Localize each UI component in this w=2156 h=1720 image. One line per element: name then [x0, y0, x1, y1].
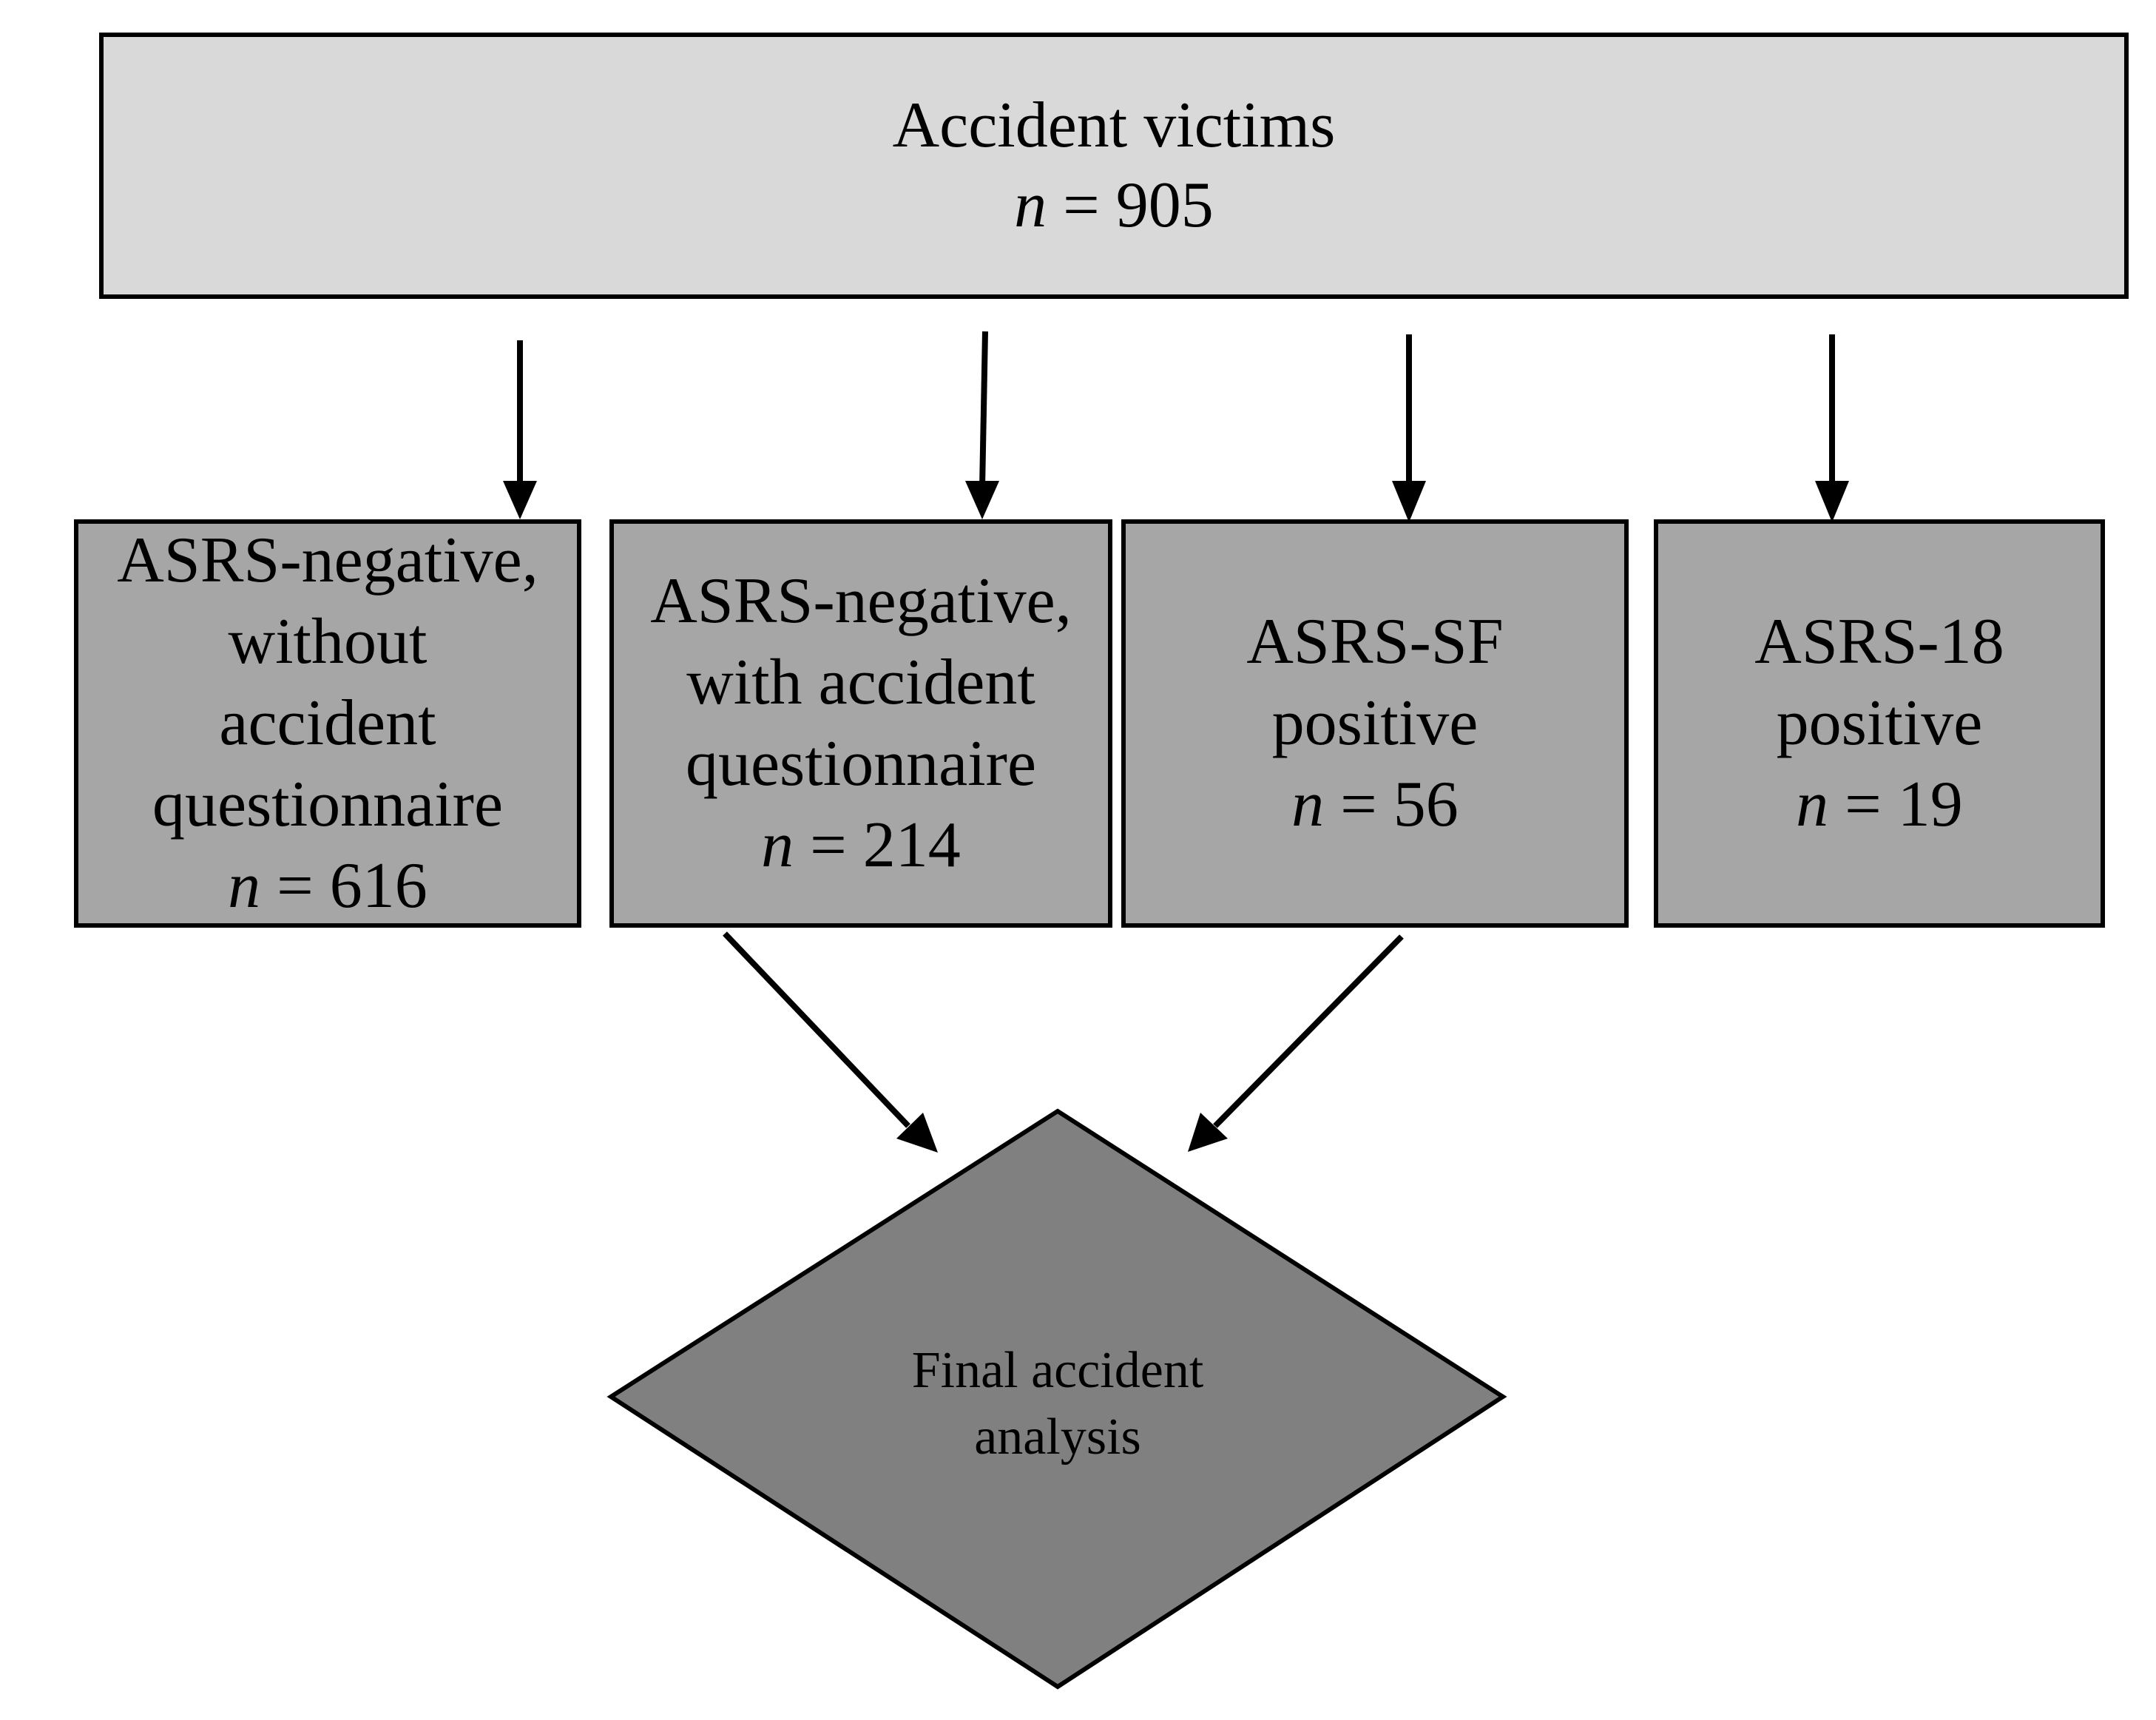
n-symbol: n: [228, 850, 261, 922]
group-label-line: ASRS-negative,: [650, 565, 1072, 637]
n-symbol: n: [761, 809, 794, 881]
n-symbol: n: [1014, 169, 1047, 241]
n-symbol: n: [1291, 769, 1325, 840]
final-label-line: Final accident: [911, 1342, 1204, 1399]
group-asrs-negative-with-questionnaire: ASRS-negative, with accident questionnai…: [609, 519, 1112, 928]
group-label-line: positive: [1776, 687, 1983, 759]
group-asrs-18-positive: ASRS-18 positive n = 19: [1654, 519, 2105, 928]
final-analysis-diamond: [606, 1108, 1507, 1690]
group-label-line: without: [228, 606, 428, 678]
count-value: = 214: [810, 809, 961, 881]
group-asrs-negative-without-questionnaire: ASRS-negative, without accident question…: [74, 519, 581, 928]
group-label-line: questionnaire: [152, 769, 504, 840]
accident-victims-box: Accident victims n = 905: [99, 33, 2129, 299]
final-analysis-label: Final accident analysis: [799, 1338, 1317, 1471]
arrowhead-3: [1392, 481, 1426, 522]
group-label-line: with accident: [686, 647, 1035, 718]
arrow-group2-to-final: [723, 931, 910, 1128]
group-label-line: ASRS-negative,: [117, 525, 538, 596]
arrowhead-1: [503, 481, 537, 519]
n-symbol: n: [1796, 769, 1829, 840]
top-box-count: n = 905: [1014, 166, 1214, 246]
group-asrs-sf-positive: ASRS-SF positive n = 56: [1121, 519, 1629, 928]
count-value: = 19: [1845, 769, 1963, 840]
arrowhead-2: [965, 481, 999, 519]
arrowhead-6: [1188, 1113, 1228, 1152]
group-label-line: ASRS-SF: [1246, 606, 1504, 678]
arrowhead-4: [1815, 481, 1849, 522]
group-count: n = 616: [228, 846, 428, 927]
group-label-line: positive: [1271, 687, 1479, 759]
count-value: = 616: [277, 850, 428, 922]
group-label-line: accident: [219, 687, 436, 759]
group-count: n = 214: [761, 805, 961, 886]
count-value: = 905: [1063, 169, 1214, 241]
group-count: n = 19: [1796, 764, 1963, 846]
final-label-line: analysis: [974, 1409, 1141, 1466]
group-label-line: questionnaire: [685, 728, 1037, 800]
top-box-title: Accident victims: [892, 90, 1336, 161]
group-label-line: ASRS-18: [1754, 606, 2004, 678]
arrow-to-group-2: [979, 331, 988, 489]
arrowhead-5: [896, 1113, 938, 1153]
group-count: n = 56: [1291, 764, 1459, 846]
count-value: = 56: [1340, 769, 1459, 840]
arrow-group3-to-final: [1213, 934, 1404, 1128]
